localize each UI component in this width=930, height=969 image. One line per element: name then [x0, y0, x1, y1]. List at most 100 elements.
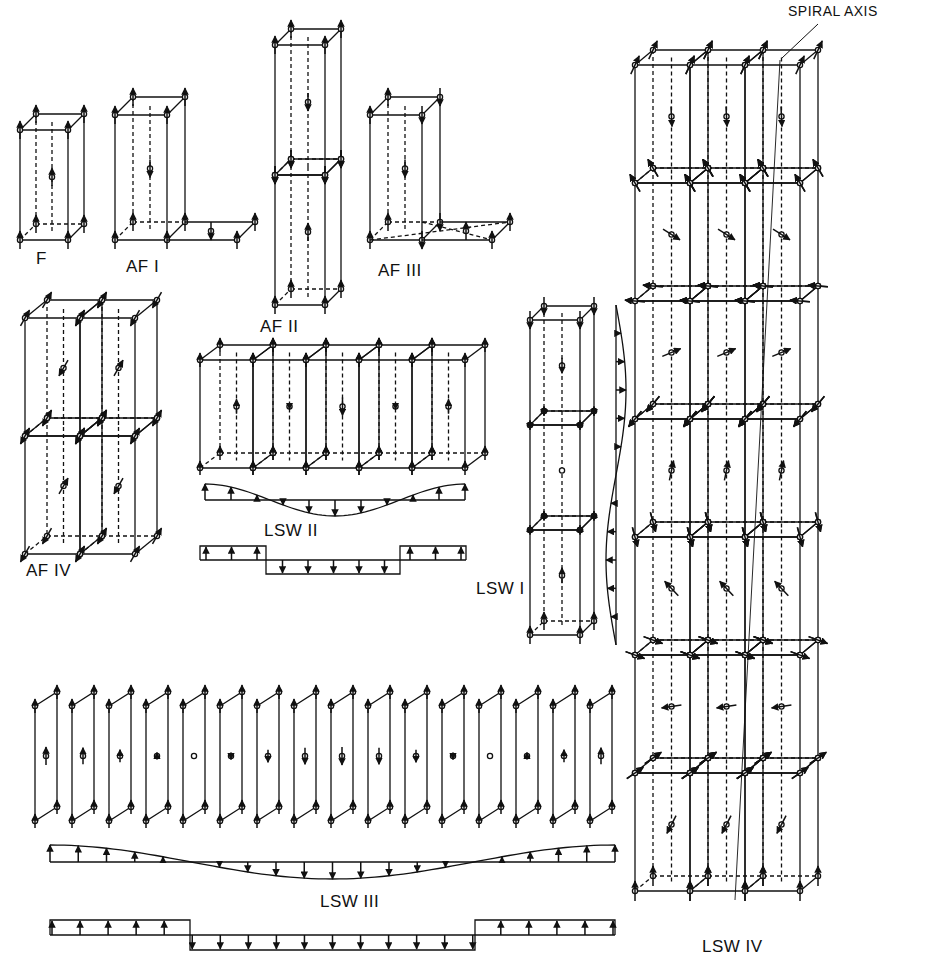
cell-edge: [745, 772, 800, 773]
cell-edge: [744, 301, 745, 419]
cell-edge: [25, 317, 80, 318]
spin-arrow: [278, 685, 280, 699]
spin-arrow: [290, 150, 292, 168]
spin-arrow: [739, 411, 752, 426]
cell-edge: [745, 640, 763, 655]
structure-label: LSW II: [262, 522, 320, 541]
cell-edge: [47, 535, 102, 536]
cell-edge: [114, 115, 115, 240]
spin-arrow: [810, 752, 826, 763]
spin-arrow: [290, 20, 292, 38]
cell-edge: [707, 640, 708, 758]
spin-arrow: [667, 816, 676, 834]
spin-arrow: [478, 699, 480, 713]
spin-arrow: [529, 526, 531, 535]
cell-edge: [80, 553, 135, 554]
atomic-plane: [590, 692, 612, 821]
spin-arrow: [278, 800, 280, 814]
cell-edge: [83, 114, 84, 224]
spin-arrow: [699, 637, 718, 644]
cell-edge: [340, 29, 341, 159]
cell-edge: [763, 875, 818, 876]
cell-edge: [530, 529, 580, 530]
cell-edge: [544, 515, 594, 516]
cell-edge: [369, 115, 370, 240]
spin-arrow: [256, 814, 258, 828]
cell-edge: [799, 301, 800, 419]
spin-arrow: [145, 814, 147, 828]
cell-edge: [102, 299, 157, 300]
atom: [287, 404, 292, 409]
spin-arrow: [795, 174, 805, 191]
cell-edge: [359, 345, 379, 360]
spin-arrow: [744, 881, 746, 901]
spin-arrow: [67, 121, 69, 139]
spin-arrow: [796, 56, 804, 74]
cell-edge: [465, 453, 485, 468]
structure-label: AF II: [258, 318, 300, 337]
spin-arrow: [817, 866, 819, 886]
cell-edge: [200, 453, 220, 468]
spin-arrow: [395, 404, 397, 410]
spin-arrow: [753, 285, 773, 287]
cell-edge: [800, 640, 818, 655]
spin-arrow: [411, 353, 413, 367]
cell-edge: [817, 522, 818, 640]
cell-edge: [379, 344, 432, 345]
cell-edge: [635, 418, 690, 419]
cell-edge: [379, 452, 432, 453]
spin-arrow: [340, 150, 342, 168]
spin-arrow: [416, 935, 418, 949]
cell-edge: [708, 757, 763, 758]
cell-edge: [544, 410, 594, 411]
spin-arrow: [431, 446, 433, 460]
spin-arrow: [167, 685, 169, 699]
spin-arrow: [256, 699, 258, 713]
spin-arrow: [230, 753, 232, 760]
cell-edge: [635, 536, 690, 537]
cell-edge: [744, 65, 745, 183]
cell-edge: [115, 97, 133, 115]
cell-edge: [359, 467, 412, 468]
spin-arrow: [35, 105, 37, 123]
cell-edge: [707, 758, 708, 876]
spin-arrow: [741, 56, 749, 74]
cell-edge: [634, 65, 635, 183]
atomic-plane: [257, 692, 279, 821]
cell-edge: [200, 359, 253, 360]
cell-edge: [817, 404, 818, 522]
spin-arrow: [794, 411, 807, 426]
cell-edge: [342, 353, 343, 461]
spin-arrow: [256, 547, 258, 560]
cell-edge: [561, 523, 562, 628]
cell-edge: [306, 345, 326, 360]
cell-edge: [291, 158, 341, 159]
cell-edge: [800, 168, 818, 183]
spin-arrow: [755, 752, 771, 763]
spin-arrow: [389, 685, 391, 699]
cell-edge: [25, 418, 47, 436]
cell-edge: [762, 50, 763, 168]
spin-arrow: [627, 767, 643, 778]
spin-arrow: [448, 399, 450, 414]
cell-edge: [762, 758, 763, 876]
cell-edge: [652, 50, 653, 168]
spin-arrow: [650, 512, 655, 531]
amplitude-wave: [50, 845, 615, 879]
spin-arrow: [726, 107, 727, 127]
cell-edge: [115, 222, 133, 240]
cell-edge: [745, 536, 800, 537]
spin-arrow: [236, 399, 238, 414]
spin-arrow: [411, 353, 413, 367]
spin-arrow: [282, 560, 284, 573]
spin-arrow: [107, 921, 109, 935]
spin-arrow: [204, 685, 206, 699]
spin-arrow: [593, 407, 595, 416]
spin-arrow: [589, 699, 591, 713]
cell-edge: [689, 301, 690, 419]
spin-arrow: [325, 338, 327, 352]
spin-arrow: [358, 461, 360, 475]
spin-arrow: [325, 338, 327, 352]
cell-edge: [411, 360, 412, 468]
